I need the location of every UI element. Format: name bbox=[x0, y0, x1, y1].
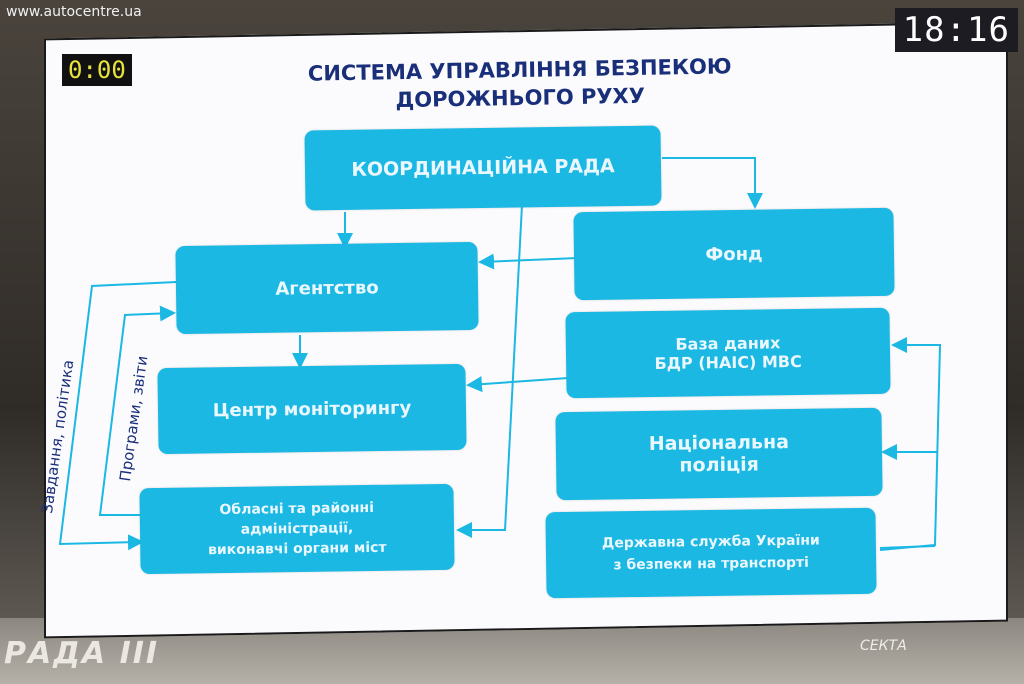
node-national-police: Національна поліція bbox=[555, 407, 883, 501]
clock-display: 18:16 bbox=[894, 8, 1018, 52]
watermark: www.autocentre.ua bbox=[6, 4, 142, 20]
node-transport-safety-service-line-2: з безпеки на транспорті bbox=[613, 554, 810, 574]
node-national-police-line-2: поліція bbox=[679, 453, 760, 477]
node-database-line-1: База даних bbox=[675, 333, 781, 354]
node-database-line-2: БДР (НАІС) МВС bbox=[654, 351, 802, 374]
node-monitoring-center: Центр моніторингу bbox=[157, 363, 467, 455]
node-fund: Фонд bbox=[573, 207, 895, 301]
node-regional-administrations-line-2: адміністрації, bbox=[240, 520, 354, 538]
node-transport-safety-service: Державна служба України з безпеки на тра… bbox=[545, 507, 877, 599]
timer-display: 0:00 bbox=[62, 54, 132, 86]
node-regional-administrations-line-3: виконавчі органи міст bbox=[207, 539, 387, 559]
node-monitoring-center-label: Центр моніторингу bbox=[212, 397, 412, 421]
node-fund-label: Фонд bbox=[705, 243, 763, 265]
node-coordination-council: КООРДИНАЦІЙНА РАДА bbox=[304, 125, 662, 211]
manufacturer-logo: СЕКТА bbox=[860, 638, 907, 654]
node-database: База даних БДР (НАІС) МВС bbox=[565, 307, 891, 399]
node-regional-administrations-line-1: Обласні та районні bbox=[219, 499, 375, 519]
node-agency-label: Агентство bbox=[275, 276, 379, 300]
brand-logo: РАДА III bbox=[4, 636, 160, 671]
node-transport-safety-service-line-1: Державна служба України bbox=[601, 532, 820, 552]
node-regional-administrations: Обласні та районні адміністрації, викона… bbox=[139, 483, 455, 575]
node-agency: Агентство bbox=[175, 241, 479, 335]
node-coordination-council-label: КООРДИНАЦІЙНА РАДА bbox=[351, 155, 615, 181]
diagram-title: СИСТЕМА УПРАВЛІННЯ БЕЗПЕКОЮ ДОРОЖНЬОГО Р… bbox=[180, 50, 861, 118]
node-national-police-line-1: Національна bbox=[648, 431, 790, 455]
